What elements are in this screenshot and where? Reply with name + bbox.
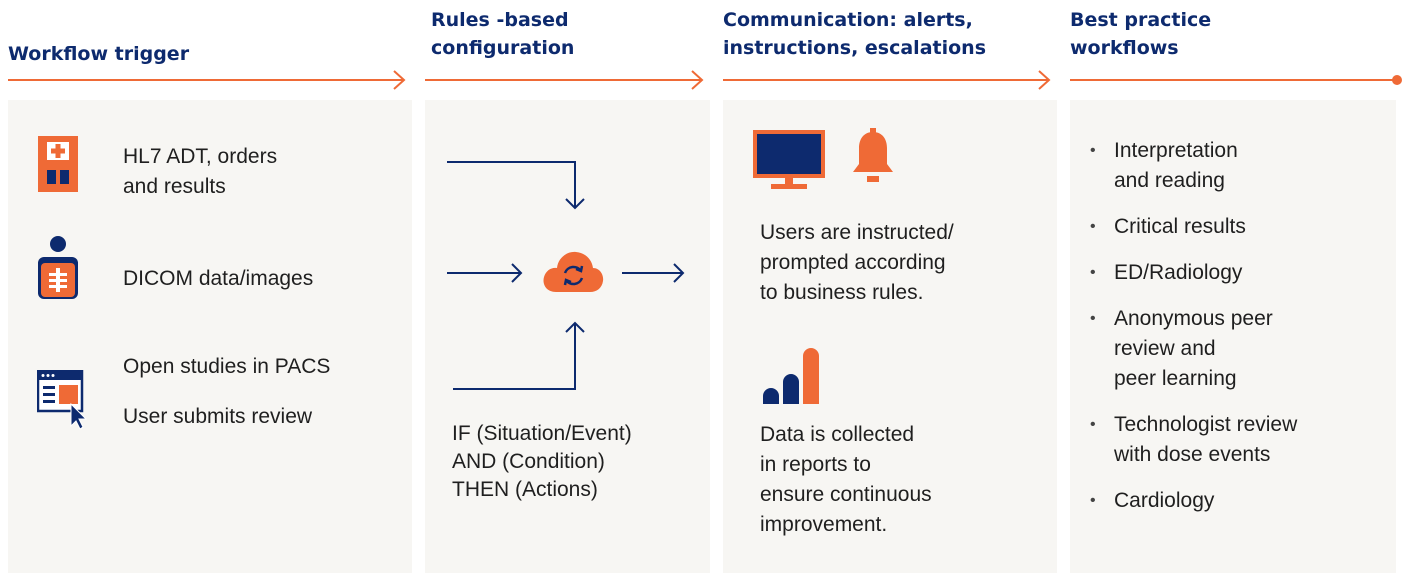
panel: Interpretation and reading Critical resu… [1070,100,1396,573]
list-item-text: Anonymous peer review and peer learning [1114,307,1273,390]
browser-window-icon [37,370,88,430]
bell-icon [853,128,893,182]
list-item: Technologist review with dose events [1090,410,1297,470]
arrow-right-icon [8,70,406,90]
list-item-text: Technologist review with dose events [1114,413,1298,466]
dicom-text: DICOM data/images [123,267,314,290]
list-item-text: Cardiology [1114,489,1215,512]
column-header: Communication: alerts, instructions, esc… [723,9,987,59]
report-text: Data is collected in reports to ensure c… [760,423,932,536]
list-item: Anonymous peer review and peer learning [1090,304,1297,394]
bar-chart-icon [763,348,819,404]
arrow-right-icon [425,70,704,90]
panel: Users are instructed/ prompted according… [723,100,1057,573]
list-item: ED/Radiology [1090,258,1297,288]
hospital-icon [38,136,78,192]
list-item: Critical results [1090,212,1297,242]
column-header: Workflow trigger [8,43,190,65]
panel: IF (Situation/Event) AND (Condition) THE… [425,100,710,573]
prompt-text: Users are instructed/ prompted according… [760,221,954,304]
list-item-text: ED/Radiology [1114,261,1243,284]
submit-review-text: User submits review [123,405,313,428]
monitor-icon [753,130,825,189]
list-item-text: Critical results [1114,215,1246,238]
list-item-text: Interpretation and reading [1114,139,1238,192]
patient-xray-icon [38,236,78,299]
column-header: Best practice workflows [1070,9,1212,59]
timeline-end-line [1070,75,1402,85]
rule-text: IF (Situation/Event) AND (Condition) THE… [452,422,632,501]
flow-connectors [447,161,685,390]
list-item: Interpretation and reading [1090,136,1297,196]
column-header: Rules -based configuration [431,9,575,59]
cloud-sync-icon [543,251,604,292]
panel: HL7 ADT, orders and results DICOM data/i… [8,100,412,573]
pacs-text: Open studies in PACS [123,355,331,378]
hl7-text: HL7 ADT, orders and results [123,145,278,198]
arrow-right-icon [723,70,1051,90]
workflow-list: Interpretation and reading Critical resu… [1090,136,1297,532]
list-item: Cardiology [1090,486,1297,516]
